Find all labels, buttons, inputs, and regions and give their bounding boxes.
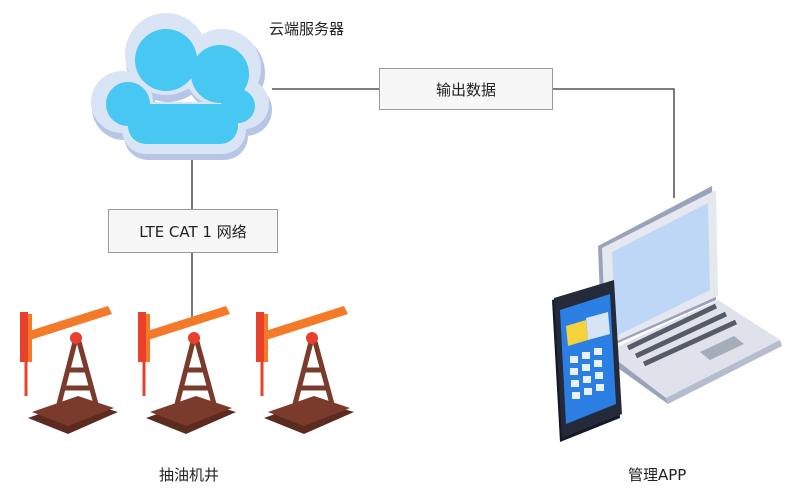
output-data-tag: 输出数据 xyxy=(379,68,553,110)
laptop-icon xyxy=(598,186,782,404)
cloud-server-label: 云端服务器 xyxy=(269,20,345,38)
connector-lines xyxy=(191,88,675,318)
network-tag: LTE CAT 1 网络 xyxy=(108,209,278,253)
output-to-laptop-line xyxy=(552,88,675,198)
pumpjack-icon-3 xyxy=(256,306,354,434)
tablet-icon xyxy=(552,280,622,442)
oil-wells-label: 抽油机井 xyxy=(159,466,220,484)
pumpjack-icon-1 xyxy=(20,306,118,434)
pumpjack-icon-2 xyxy=(138,306,236,434)
management-app-label: 管理APP xyxy=(628,466,687,484)
cloud-server-icon xyxy=(91,13,272,160)
